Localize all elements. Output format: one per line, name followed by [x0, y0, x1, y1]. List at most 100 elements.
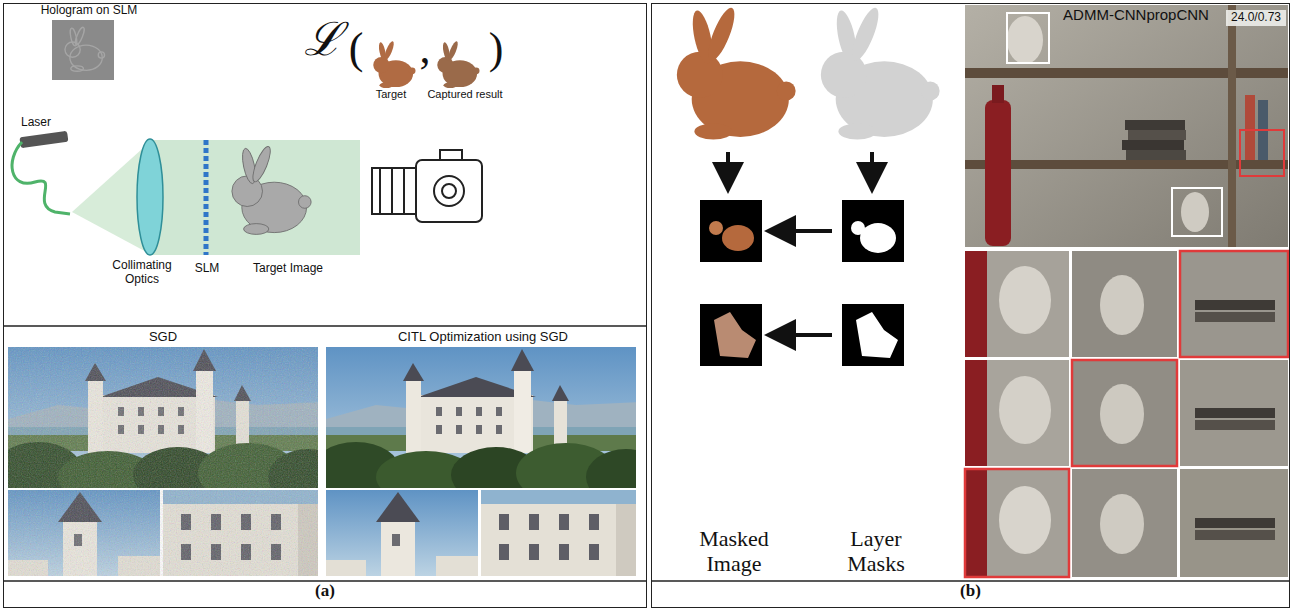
- drawing-shape: [373, 40, 415, 88]
- drawing-shape: [965, 469, 987, 577]
- drawing-shape: [1180, 360, 1288, 466]
- drawing-shape: [1195, 312, 1275, 322]
- lens: [137, 139, 163, 255]
- camera: [372, 150, 482, 222]
- comma: ,: [418, 24, 432, 75]
- drawing-shape: [992, 85, 1004, 103]
- drawing-shape: [326, 488, 640, 490]
- panel-label: (b): [652, 581, 1289, 601]
- drawing-shape: [999, 486, 1051, 554]
- drawing-shape: [8, 488, 318, 490]
- drawing-shape: [1125, 120, 1185, 130]
- drawing-shape: [965, 68, 1288, 78]
- drawing-shape: [965, 251, 1069, 357]
- drawing-shape: [1072, 360, 1177, 466]
- light-beam: [152, 140, 360, 255]
- column-label: Masked Image: [684, 526, 784, 577]
- drawing-shape: [1240, 130, 1284, 176]
- fiber: [12, 142, 70, 214]
- drawing-shape: [965, 5, 1288, 247]
- panel-label: (a): [4, 581, 646, 601]
- panel-frame: (a): [3, 3, 647, 608]
- drawing-shape: [1181, 192, 1209, 232]
- part-label: SLM: [186, 262, 228, 276]
- drawing-shape: [1195, 300, 1275, 310]
- drawing-shape: [372, 168, 416, 214]
- drawing-shape: [1180, 251, 1288, 357]
- drawing-shape: [440, 150, 462, 160]
- caption-text: Captured result: [418, 88, 512, 101]
- drawing-shape: [434, 176, 464, 206]
- part-label: Collimating Optics: [100, 259, 184, 287]
- drawing-shape: [842, 200, 904, 262]
- drawing-shape: [1126, 150, 1186, 160]
- bracket: (: [346, 24, 366, 75]
- part-label: Laser: [6, 116, 66, 130]
- caption-text: Hologram on SLM: [30, 4, 148, 18]
- drawing-shape: [1072, 469, 1177, 577]
- drawing-shape: [709, 221, 723, 235]
- drawing-shape: [416, 160, 482, 222]
- drawing-shape: [379, 168, 381, 214]
- panel-frame: (b): [651, 3, 1290, 608]
- drawing-shape: [772, 229, 832, 233]
- drawing-shape: [1228, 5, 1236, 247]
- drawing-shape: [870, 152, 874, 186]
- drawing-shape: [311, 347, 666, 505]
- metric-value: 24.0/0.73: [1226, 10, 1286, 26]
- drawing-shape: [999, 376, 1051, 444]
- drawing-shape: [856, 312, 898, 358]
- drawing-shape: [700, 304, 762, 366]
- drawing-shape: [821, 5, 940, 140]
- drawing-shape: [1195, 420, 1275, 430]
- drawing-shape: [320, 347, 324, 576]
- part-label: Target Image: [238, 262, 338, 276]
- drawing-shape: [1245, 95, 1255, 160]
- drawing-shape: [1195, 518, 1275, 528]
- drawing-shape: [999, 266, 1051, 334]
- drawing-shape: [722, 225, 754, 251]
- drawing-shape: [3, 325, 647, 327]
- drawing-shape: [965, 469, 1069, 577]
- slm: [204, 140, 209, 255]
- drawing-shape: [1007, 16, 1043, 64]
- drawing-shape: [726, 152, 730, 186]
- drawing-shape: [965, 360, 987, 466]
- method-label: ADMM-CNNpropCNN: [1044, 6, 1228, 23]
- drawing-shape: [437, 40, 479, 88]
- crop-grid: [965, 251, 1288, 577]
- drawing-shape: [772, 333, 832, 337]
- drawing-shape: [1100, 384, 1144, 444]
- drawing-shape: [860, 223, 896, 253]
- drawing-shape: [714, 312, 756, 358]
- drawing-shape: [1122, 140, 1184, 150]
- drawing-shape: [1100, 275, 1144, 335]
- drawing-shape: [965, 251, 987, 357]
- drawing-shape: [1195, 530, 1275, 540]
- drawing-shape: [481, 490, 636, 576]
- drawing-shape: [1100, 494, 1144, 554]
- drawing-shape: [326, 490, 478, 576]
- column-label: Layer Masks: [826, 526, 926, 577]
- drawing-shape: [1172, 188, 1222, 236]
- drawing-shape: [1128, 130, 1186, 140]
- drawing-shape: [842, 304, 904, 366]
- drawing-shape: [1007, 13, 1049, 63]
- hologram-square: [52, 20, 114, 80]
- drawing-shape: [1180, 251, 1288, 357]
- laser-body: [19, 131, 68, 149]
- caption-text: Target: [362, 88, 420, 101]
- drawing-shape: [1072, 360, 1177, 466]
- drawing-shape: [65, 26, 105, 71]
- drawing-shape: [677, 5, 796, 140]
- drawing-shape: [700, 200, 762, 262]
- drawing-shape: [1072, 251, 1177, 357]
- drawing-shape: [965, 360, 1069, 466]
- drawing-shape: [965, 469, 1069, 577]
- drawing-shape: [232, 145, 311, 235]
- noise-overlay: [8, 347, 318, 576]
- drawing-shape: [1180, 469, 1288, 577]
- drawing-shape: [442, 184, 456, 198]
- drawing-shape: [391, 168, 393, 214]
